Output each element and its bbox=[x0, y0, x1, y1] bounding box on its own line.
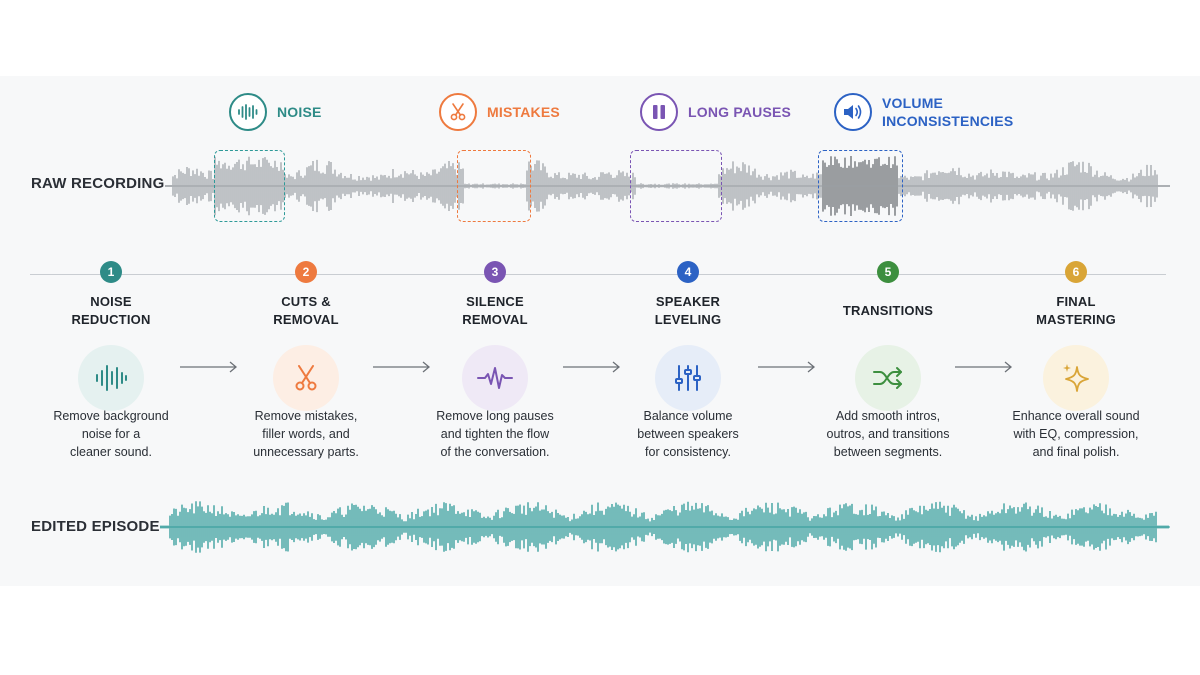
step-title: FINAL MASTERING bbox=[1036, 294, 1116, 327]
step-title: SPEAKER LEVELING bbox=[654, 294, 722, 327]
step-number: 6 bbox=[1065, 261, 1087, 283]
noise-highlight-box bbox=[214, 150, 285, 222]
pause-icon bbox=[640, 93, 678, 131]
shuffle-icon bbox=[855, 345, 921, 411]
raw-recording-label: RAW RECORDING bbox=[31, 175, 165, 192]
problem-label: NOISE bbox=[277, 104, 322, 120]
speaker-icon bbox=[834, 93, 872, 131]
step-title: CUTS & REMOVAL bbox=[273, 294, 339, 327]
arrow-right-icon bbox=[180, 361, 238, 373]
problem-label: VOLUME INCONSISTENCIES bbox=[882, 95, 1014, 129]
step-title: NOISE REDUCTION bbox=[71, 294, 151, 327]
step-number: 2 bbox=[295, 261, 317, 283]
arrow-right-icon bbox=[758, 361, 816, 373]
volume-highlight-box bbox=[818, 150, 903, 222]
arrow-right-icon bbox=[955, 361, 1013, 373]
step-description: Balance volume between speakers for cons… bbox=[637, 409, 739, 459]
step-description: Remove long pauses and tighten the flow … bbox=[436, 409, 554, 459]
problem-volume: VOLUME INCONSISTENCIES bbox=[834, 93, 1013, 131]
step-description: Remove background noise for a cleaner so… bbox=[53, 409, 169, 459]
edited-waveform bbox=[160, 501, 1170, 553]
timeline-line bbox=[30, 274, 1166, 275]
step-number: 3 bbox=[484, 261, 506, 283]
step-number: 1 bbox=[100, 261, 122, 283]
step-number: 4 bbox=[677, 261, 699, 283]
sliders-icon bbox=[655, 345, 721, 411]
arrow-right-icon bbox=[373, 361, 431, 373]
pauses-highlight-box bbox=[630, 150, 722, 222]
edited-episode-label: EDITED EPISODE bbox=[31, 518, 160, 535]
arrow-right-icon bbox=[563, 361, 621, 373]
problem-noise: NOISE bbox=[229, 93, 322, 131]
raw-waveform bbox=[165, 156, 1170, 216]
scissors-icon bbox=[439, 93, 477, 131]
pulse-icon bbox=[462, 345, 528, 411]
mistakes-highlight-box bbox=[457, 150, 531, 222]
problem-label: LONG PAUSES bbox=[688, 104, 792, 120]
problem-long-pauses: LONG PAUSES bbox=[640, 93, 791, 131]
problem-label: MISTAKES bbox=[487, 104, 560, 120]
diagram-panel bbox=[0, 76, 1200, 586]
step-title: TRANSITIONS bbox=[842, 303, 934, 318]
step-number: 5 bbox=[877, 261, 899, 283]
step-description: Remove mistakes, filler words, and unnec… bbox=[253, 409, 359, 459]
waveform-icon bbox=[78, 345, 144, 411]
waveform-icon bbox=[229, 93, 267, 131]
step-description: Add smooth intros, outros, and transitio… bbox=[826, 409, 950, 459]
problem-mistakes: MISTAKES bbox=[439, 93, 560, 131]
scissors-icon bbox=[273, 345, 339, 411]
sparkle-icon bbox=[1043, 345, 1109, 411]
step-description: Enhance overall sound with EQ, compressi… bbox=[1012, 409, 1140, 459]
step-title: SILENCE REMOVAL bbox=[462, 294, 528, 327]
